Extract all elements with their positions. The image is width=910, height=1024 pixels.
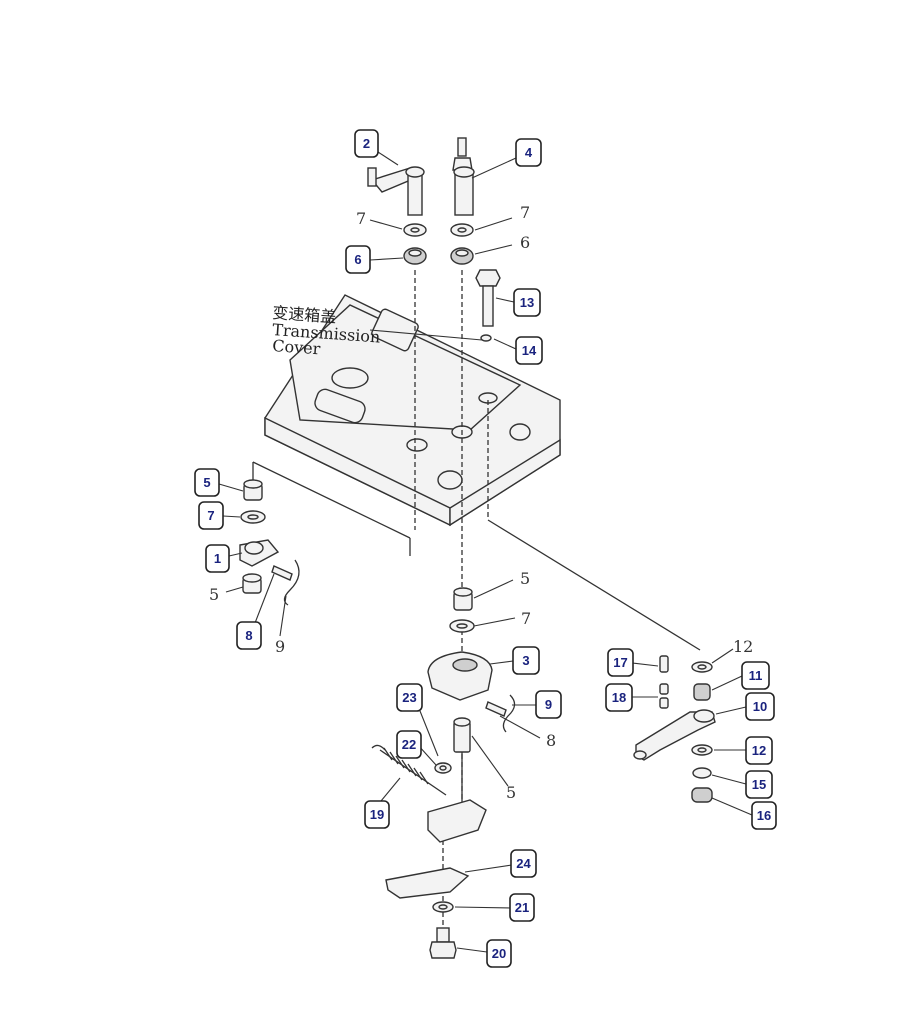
bolt-part-13 bbox=[475, 269, 501, 342]
svg-text:20: 20 bbox=[492, 946, 506, 961]
svg-text:6: 6 bbox=[354, 252, 361, 267]
cover-label-line2: Cover bbox=[272, 336, 322, 358]
plain-labels: 7 6 7 5 7 5 8 9 12 5 bbox=[209, 203, 753, 802]
svg-text:3: 3 bbox=[522, 653, 529, 668]
plain-label: 7 bbox=[520, 203, 530, 222]
callout-12: 12 bbox=[745, 736, 773, 765]
svg-text:23: 23 bbox=[402, 690, 416, 705]
callout-9: 9 bbox=[535, 690, 562, 719]
callout-1: 1 bbox=[205, 544, 230, 573]
shaft-part-2 bbox=[367, 166, 425, 216]
svg-text:14: 14 bbox=[522, 343, 537, 358]
svg-text:8: 8 bbox=[245, 628, 252, 643]
plain-label: 5 bbox=[506, 783, 516, 802]
callout-24: 24 bbox=[510, 849, 537, 878]
svg-text:1: 1 bbox=[214, 551, 221, 566]
svg-text:9: 9 bbox=[545, 697, 552, 712]
callout-4: 4 bbox=[515, 138, 542, 167]
callout-18: 18 bbox=[605, 683, 633, 712]
callout-22: 22 bbox=[396, 730, 422, 759]
callout-6: 6 bbox=[345, 245, 371, 274]
callout-17: 17 bbox=[607, 648, 634, 677]
plain-label: 7 bbox=[356, 209, 366, 228]
plain-label: 7 bbox=[521, 609, 531, 628]
callout-3: 3 bbox=[512, 646, 540, 675]
shaft-part-4 bbox=[452, 137, 475, 216]
svg-text:18: 18 bbox=[612, 690, 626, 705]
svg-text:15: 15 bbox=[752, 777, 766, 792]
svg-text:16: 16 bbox=[757, 808, 771, 823]
callout-2: 2 bbox=[354, 129, 379, 158]
callout-14: 14 bbox=[515, 336, 543, 365]
svg-text:19: 19 bbox=[370, 807, 384, 822]
svg-text:10: 10 bbox=[753, 699, 767, 714]
callout-23: 23 bbox=[396, 683, 423, 712]
callout-5: 5 bbox=[194, 468, 220, 497]
callout-20: 20 bbox=[486, 939, 512, 968]
callout-10: 10 bbox=[745, 692, 775, 721]
left-cluster bbox=[239, 479, 300, 606]
plain-label: 8 bbox=[546, 731, 556, 750]
callout-21: 21 bbox=[509, 893, 535, 922]
right-cluster bbox=[633, 655, 716, 803]
cover-label: 变速箱盖 Transmission Cover bbox=[272, 303, 381, 358]
callout-7: 7 bbox=[198, 501, 224, 530]
svg-text:24: 24 bbox=[516, 856, 531, 871]
svg-text:4: 4 bbox=[525, 145, 533, 160]
plain-label: 12 bbox=[733, 637, 753, 656]
cover-label-chinese: 变速箱盖 bbox=[272, 303, 337, 326]
transmission-cover bbox=[252, 294, 561, 556]
spring-part-19 bbox=[379, 747, 447, 796]
svg-text:2: 2 bbox=[363, 136, 370, 151]
rings-top bbox=[403, 223, 474, 265]
svg-text:5: 5 bbox=[203, 475, 210, 490]
plain-label: 5 bbox=[520, 569, 530, 588]
svg-text:11: 11 bbox=[749, 668, 763, 683]
callout-16: 16 bbox=[751, 801, 777, 830]
assembly-axes bbox=[414, 270, 701, 930]
leader-lines bbox=[218, 151, 753, 953]
plain-label: 5 bbox=[209, 585, 219, 604]
callout-15: 15 bbox=[745, 770, 773, 799]
callout-8: 8 bbox=[236, 621, 262, 650]
svg-text:21: 21 bbox=[515, 900, 529, 915]
svg-text:12: 12 bbox=[752, 743, 766, 758]
callout-13: 13 bbox=[513, 288, 541, 317]
plain-label: 9 bbox=[275, 637, 285, 656]
svg-text:17: 17 bbox=[613, 655, 627, 670]
svg-text:13: 13 bbox=[520, 295, 534, 310]
svg-text:7: 7 bbox=[207, 508, 214, 523]
callout-11: 11 bbox=[741, 661, 770, 690]
middle-cluster bbox=[371, 587, 516, 959]
callouts: 1 2 3 4 5 6 7 8 9 10 11 12 13 14 15 16 1… bbox=[194, 129, 777, 968]
callout-19: 19 bbox=[364, 800, 390, 829]
svg-text:22: 22 bbox=[402, 737, 416, 752]
plain-label: 6 bbox=[520, 233, 530, 252]
